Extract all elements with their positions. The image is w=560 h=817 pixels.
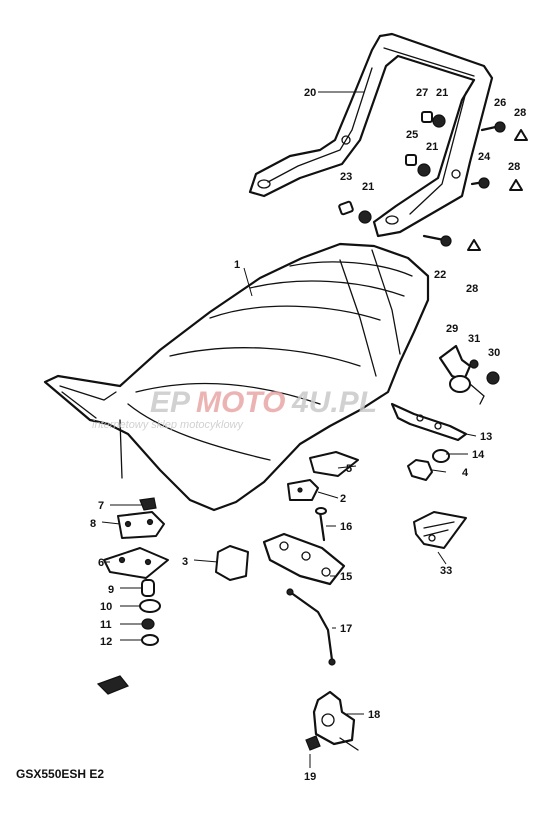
watermark: EP MOTO 4U.PL internetowy sklep motocykl… (92, 386, 377, 431)
callout-21-b: 21 (426, 141, 438, 153)
front-arrow-icon (96, 675, 129, 695)
callout-30: 30 (488, 347, 500, 359)
callout-21-a: 21 (436, 87, 448, 99)
callout-3: 3 (182, 556, 188, 568)
callout-20: 20 (304, 87, 316, 99)
callout-7: 7 (98, 500, 104, 512)
callout-17: 17 (340, 623, 352, 635)
watermark-brand-mid: MOTO (196, 386, 285, 419)
callout-24: 24 (478, 151, 491, 163)
callout-27: 27 (416, 87, 428, 99)
callout-15: 15 (340, 571, 352, 583)
callout-5: 5 (346, 463, 352, 475)
watermark-tagline: internetowy sklep motocyklowy (92, 419, 245, 431)
lock-assembly (390, 344, 500, 481)
callout-18: 18 (368, 709, 380, 721)
watermark-brand-right: 4U.PL (291, 386, 377, 419)
callout-8: 8 (90, 518, 96, 530)
grab-rail (248, 32, 494, 238)
callout-11: 11 (100, 619, 112, 631)
callout-2: 2 (340, 493, 346, 505)
callout-6: 6 (98, 557, 104, 569)
cable-lock (286, 511, 467, 751)
callout-21-c: 21 (362, 181, 374, 193)
callout-12: 12 (100, 636, 112, 648)
leader-lines (101, 91, 477, 768)
callout-10: 10 (100, 601, 112, 613)
misc-parts (215, 451, 359, 586)
callout-labels: 1 2 3 4 5 6 7 8 9 10 11 12 13 14 15 16 1… (90, 87, 526, 783)
callout-29: 29 (446, 323, 458, 335)
callout-23: 23 (340, 171, 352, 183)
watermark-brand-left: EP (150, 386, 191, 419)
callout-26: 26 (494, 97, 506, 109)
callout-1: 1 (234, 259, 240, 271)
seat (43, 242, 430, 512)
callout-16: 16 (340, 521, 352, 533)
callout-31: 31 (468, 333, 480, 345)
callout-9: 9 (108, 584, 114, 596)
callout-22: 22 (434, 269, 446, 281)
left-hardware (103, 497, 169, 646)
callout-33: 33 (440, 565, 452, 577)
callout-13: 13 (480, 431, 492, 443)
callout-25: 25 (406, 129, 418, 141)
callout-19: 19 (304, 771, 316, 783)
callout-4: 4 (462, 467, 469, 479)
callout-28-c: 28 (466, 283, 478, 295)
callout-28-b: 28 (508, 161, 520, 173)
model-code: GSX550ESH E2 (16, 767, 104, 781)
callout-14: 14 (472, 449, 485, 461)
callout-28-a: 28 (514, 107, 526, 119)
rail-hardware (338, 111, 528, 251)
